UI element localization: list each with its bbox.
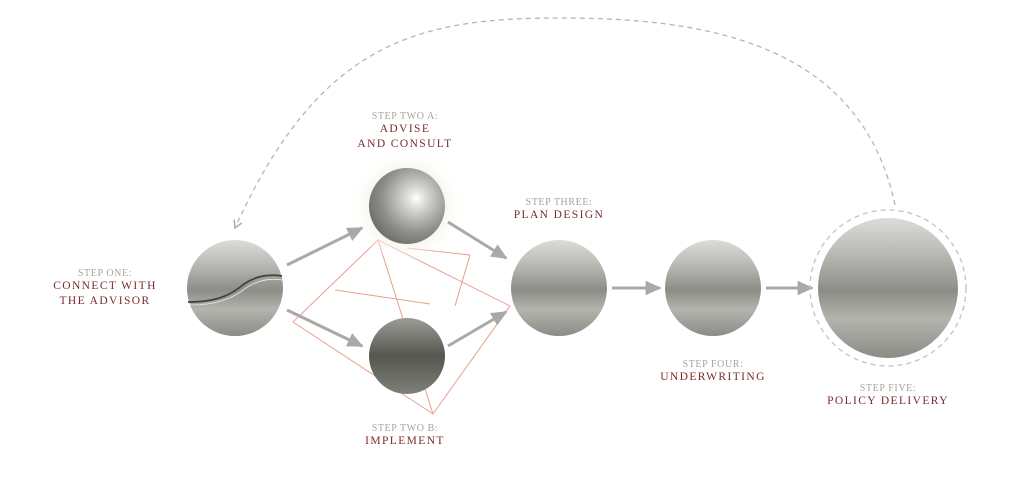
connector-arrows xyxy=(286,220,814,348)
step-one-caption: STEP ONE: xyxy=(77,268,133,279)
step-one-sphere xyxy=(187,240,283,336)
step-two-a-label: STEP TWO A: ADVISE AND CONSULT xyxy=(330,111,480,152)
step-four-caption: STEP FOUR: xyxy=(682,359,744,370)
step-three-title: PLAN DESIGN xyxy=(513,209,605,221)
step-three-label: STEP THREE: PLAN DESIGN xyxy=(484,197,634,223)
step-two-a-caption: STEP TWO A: xyxy=(371,111,439,122)
step-two-a-title: ADVISE AND CONSULT xyxy=(357,123,453,150)
step-four-label: STEP FOUR: UNDERWRITING xyxy=(638,359,788,385)
step-three-caption: STEP THREE: xyxy=(525,197,593,208)
step-one-title: CONNECT WITH THE ADVISOR xyxy=(53,280,157,307)
step-two-b-caption: STEP TWO B: xyxy=(371,423,439,434)
step-five-sphere xyxy=(818,218,958,358)
step-one-swoosh xyxy=(187,274,283,303)
step-one-label: STEP ONE: CONNECT WITH THE ADVISOR xyxy=(30,268,180,309)
step-one-swoosh-highlight xyxy=(189,278,283,306)
step-two-a-sphere xyxy=(369,168,445,244)
step-four-title: UNDERWRITING xyxy=(660,371,766,383)
step-three-sphere xyxy=(511,240,607,336)
step-two-b-title: IMPLEMENT xyxy=(365,435,445,447)
step-two-b-sphere xyxy=(369,318,445,394)
step-five-caption: STEP FIVE: xyxy=(859,383,917,394)
feedback-loop-arrow xyxy=(233,17,896,230)
step-five-label: STEP FIVE: POLICY DELIVERY xyxy=(798,383,978,409)
step-five-ring xyxy=(809,209,967,367)
step-four-sphere xyxy=(665,240,761,336)
step-two-b-label: STEP TWO B: IMPLEMENT xyxy=(330,423,480,449)
step-five-title: POLICY DELIVERY xyxy=(827,395,949,407)
